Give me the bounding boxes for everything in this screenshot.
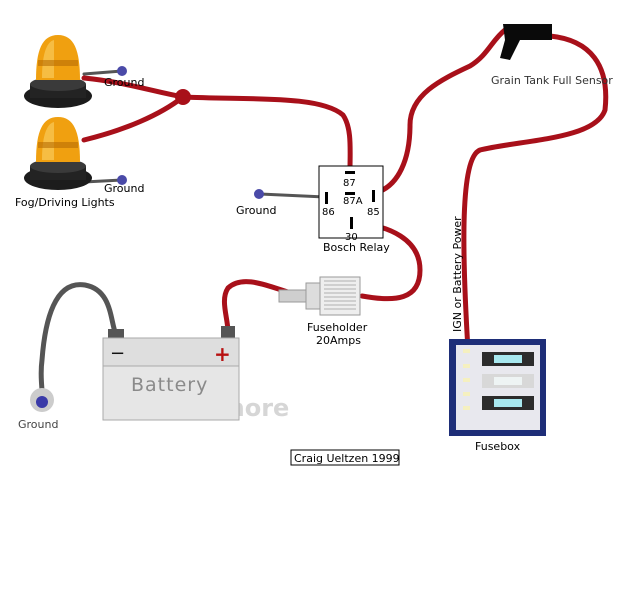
relay-30-to-fuseholder-wire: [351, 220, 423, 302]
battery: [102, 326, 240, 421]
grain-tank-sensor: [500, 24, 552, 60]
relay-pin-87a: [345, 192, 355, 195]
ground-terminal-lamp2: [117, 175, 127, 185]
credit-box: [290, 449, 400, 466]
ground-label-battery: Ground: [18, 418, 58, 431]
lamp1-ground-wire: [82, 69, 124, 76]
fusebox-label: Fusebox: [475, 440, 521, 453]
relay-pin-87: [345, 171, 355, 174]
relay-label: Bosch Relay: [323, 241, 390, 254]
ground-terminal-relay: [254, 189, 264, 199]
lamp2-feed-wire: [81, 94, 186, 143]
lamp1-feed-wire: [81, 75, 186, 100]
fog-light-top: [24, 35, 92, 108]
ground-terminal-lamp1: [117, 66, 127, 76]
inline-fuseholder: [278, 276, 361, 316]
power-label: IGN or Battery Power: [451, 216, 464, 332]
relay-pin-86: [325, 192, 328, 204]
credit-label: Craig Ueltzen 1999: [294, 452, 400, 465]
relay-pin-87-label: 87: [343, 178, 356, 189]
relay-pin-85-label: 85: [367, 207, 380, 218]
lamps-to-relay-87-wire: [180, 94, 353, 173]
relay-pin-87a-label: 87A: [343, 196, 363, 207]
battery-ground-wire: [38, 282, 119, 395]
fusebox: [449, 339, 546, 436]
ground-label-relay: Ground: [236, 204, 276, 217]
relay-86-ground-wire: [258, 192, 327, 199]
battery-negative-symbol: −: [110, 343, 125, 364]
fuseholder-to-battery-wire: [221, 279, 308, 335]
wire-splice: [175, 89, 191, 105]
relay-pin-30: [350, 217, 353, 229]
battery-ground-terminal: [30, 388, 54, 412]
battery-label: Battery: [131, 374, 208, 396]
sensor-label: Grain Tank Full Sensor: [491, 74, 613, 87]
sensor-to-fusebox-wire: [461, 33, 609, 353]
relay-pin-85: [372, 190, 375, 202]
fuse-amps-label: 20Amps: [316, 334, 361, 347]
lights-label: Fog/Driving Lights: [15, 196, 115, 209]
relay-pin-30-label: 30: [345, 232, 358, 243]
relay-85-to-sensor-wire: [375, 27, 508, 195]
bosch-relay: [318, 165, 384, 239]
fuseholder-label: Fuseholder: [307, 321, 368, 334]
ground-label-lamp2: Ground: [104, 182, 144, 195]
ground-label-lamp1: Ground: [104, 76, 144, 89]
fog-light-bottom: [24, 117, 92, 190]
relay-pin-86-label: 86: [322, 207, 335, 218]
battery-positive-symbol: +: [214, 342, 231, 366]
